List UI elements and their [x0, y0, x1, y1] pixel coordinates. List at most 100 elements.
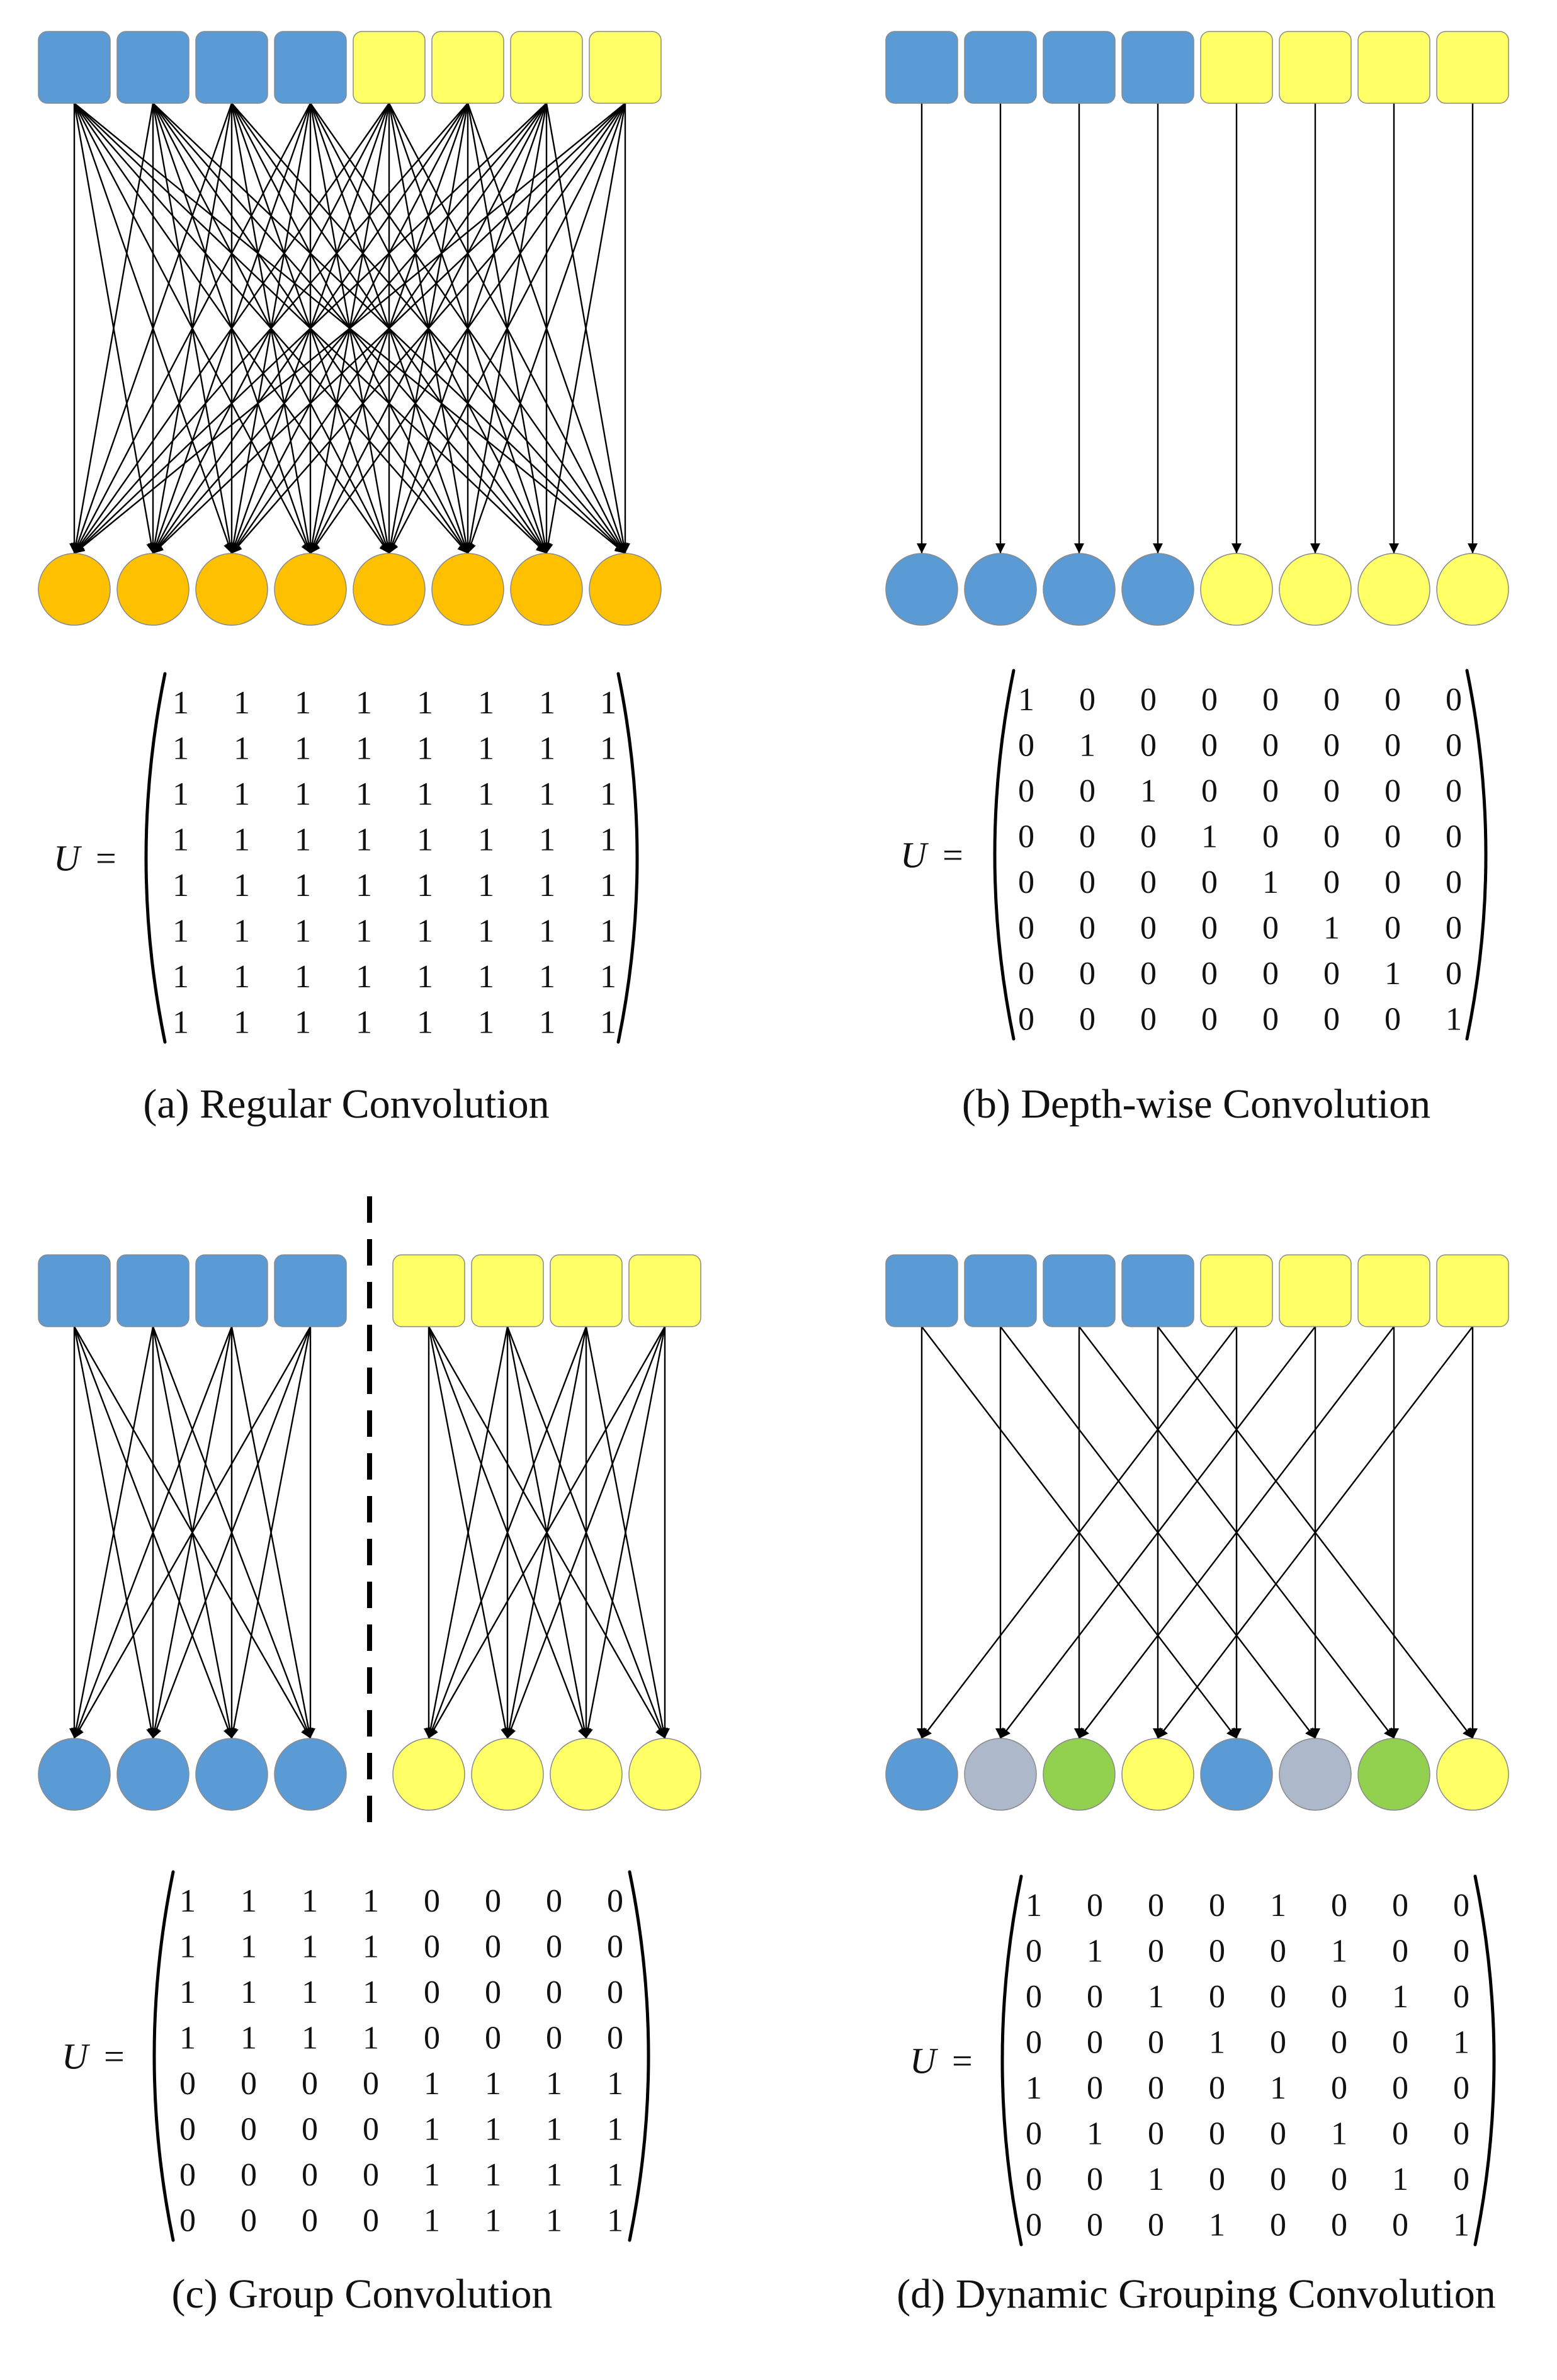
matrix-cell-r7-c5: 0 [1262, 956, 1279, 992]
input-nodes-d [885, 1254, 1509, 1327]
matrix-left-paren [1000, 1874, 1023, 2247]
edges-b [917, 103, 1478, 553]
matrix-cell-r7-c6: 1 [478, 959, 494, 995]
matrix-cell-r3-c1: 0 [1026, 1979, 1042, 2015]
caption-depthwise-convolution: (b) Depth-wise Convolution [962, 1081, 1430, 1127]
matrix-cell-r8-c1: 0 [1018, 1002, 1034, 1038]
matrix-cell-r1-c8: 0 [607, 1883, 623, 1919]
matrix-cell-r2-c3: 0 [1148, 1934, 1164, 1969]
output-channel-7 [1357, 1738, 1430, 1811]
matrix-cell-r6-c3: 1 [295, 914, 311, 949]
input-channel-7 [550, 1254, 623, 1327]
output-channel-5 [1200, 553, 1273, 626]
matrix-right-paren [616, 672, 639, 1044]
matrix-cell-r1-c1: 1 [1018, 682, 1034, 718]
matrix-cell-r6-c3: 0 [1140, 910, 1157, 946]
edge-in1-out8 [74, 103, 626, 554]
matrix-cell-r1-c4: 0 [1209, 1888, 1225, 1924]
matrix-cell-r1-c4: 1 [363, 1883, 379, 1919]
output-channel-8 [628, 1738, 701, 1811]
matrix-cell-r7-c8: 0 [1453, 2162, 1469, 2197]
matrix-cell-r1-c2: 0 [1087, 1888, 1103, 1924]
matrix-cell-r7-c5: 0 [1270, 2162, 1286, 2197]
edge-in7-out8 [545, 103, 629, 554]
matrix-right-paren [1465, 669, 1488, 1041]
output-channel-7 [1357, 553, 1430, 626]
matrix-cell-r6-c6: 1 [1331, 2116, 1347, 2152]
matrix-cell-r2-c4: 1 [363, 1929, 379, 1965]
matrix-cell-r4-c2: 1 [234, 822, 250, 858]
matrix-cell-r5-c8: 1 [607, 2066, 623, 2102]
matrix-cell-r2-c2: 1 [234, 731, 250, 767]
matrix-cell-r8-c2: 0 [1079, 1002, 1096, 1038]
input-channel-6 [471, 1254, 544, 1327]
matrix-label: U [62, 2036, 91, 2077]
output-channel-3 [1043, 553, 1116, 626]
input-channel-1 [885, 1254, 958, 1327]
matrix-cell-r7-c7: 1 [546, 2157, 562, 2193]
matrix-cell-r3-c7: 0 [1384, 773, 1401, 809]
edges-d [917, 1326, 1478, 1739]
matrix-cell-r6-c4: 0 [1209, 2116, 1225, 2152]
matrix-cell-r8-c6: 1 [478, 1005, 494, 1041]
matrix-cell-r8-c8: 1 [607, 2203, 623, 2239]
matrix-cell-r8-c3: 0 [1140, 1002, 1157, 1038]
input-channel-8 [589, 31, 662, 104]
input-channel-4 [1121, 31, 1194, 104]
matrix-cell-r3-c2: 1 [241, 1975, 257, 2010]
input-channel-2 [116, 1254, 190, 1327]
edge-in1-out7 [74, 103, 547, 554]
matrix-cell-r8-c4: 1 [1209, 2207, 1225, 2243]
matrix-cell-r4-c8: 0 [1446, 819, 1462, 855]
output-channel-5 [353, 553, 426, 626]
matrix-cell-r3-c1: 1 [173, 776, 189, 812]
matrix-equals: = [943, 835, 963, 876]
matrix-cell-r6-c7: 0 [1384, 910, 1401, 946]
input-channel-4 [274, 1254, 347, 1327]
matrix-cell-r2-c1: 0 [1026, 1934, 1042, 1969]
matrix-cell-r4-c6: 0 [1323, 819, 1340, 855]
matrix-left-paren [993, 669, 1016, 1041]
matrix-cell-r5-c6: 1 [478, 868, 494, 904]
matrix-cell-r6-c2: 0 [1079, 910, 1096, 946]
matrix-cell-r1-c5: 0 [1262, 682, 1279, 718]
input-channel-6 [1279, 31, 1352, 104]
matrix-cell-r3-c7: 1 [539, 776, 555, 812]
matrix-cell-r6-c5: 1 [424, 2112, 440, 2148]
matrix-cell-r8-c4: 0 [363, 2203, 379, 2239]
matrix-cell-r3-c2: 1 [234, 776, 250, 812]
matrix-cell-r3-c6: 0 [485, 1975, 501, 2010]
matrix-cell-r7-c3: 1 [295, 959, 311, 995]
matrix-cell-r7-c5: 1 [417, 959, 433, 995]
caption-group-convolution: (c) Group Convolution [172, 2271, 553, 2317]
matrix-cell-r4-c7: 0 [546, 2020, 562, 2056]
input-channel-7 [1357, 31, 1430, 104]
matrix-cell-r4-c6: 0 [1331, 2025, 1347, 2061]
matrix-cell-r4-c1: 0 [1018, 819, 1034, 855]
matrix-cell-r8-c8: 1 [1446, 1002, 1462, 1038]
matrix-cell-r5-c4: 0 [1201, 864, 1218, 900]
matrix-cell-r7-c8: 1 [600, 959, 616, 995]
input-channel-3 [1043, 1254, 1116, 1327]
matrix-cell-r8-c5: 1 [417, 1005, 433, 1041]
matrix-cell-r4-c3: 0 [1140, 819, 1157, 855]
input-channel-8 [1436, 31, 1509, 104]
matrix-cell-r4-c5: 0 [1262, 819, 1279, 855]
output-channel-3 [195, 1738, 268, 1811]
matrix-cell-r5-c7: 0 [1384, 864, 1401, 900]
matrix-cell-r2-c5: 0 [1262, 728, 1279, 764]
input-channel-2 [964, 31, 1037, 104]
matrix-cell-r3-c4: 1 [363, 1975, 379, 2010]
edge-in2-out8 [152, 103, 626, 554]
output-channel-3 [195, 553, 268, 626]
matrix-cell-r4-c1: 1 [173, 822, 189, 858]
matrix-cell-r7-c7: 1 [1392, 2162, 1408, 2197]
matrix-cell-r5-c1: 0 [179, 2066, 196, 2102]
matrix-cell-r7-c2: 0 [241, 2157, 257, 2193]
output-nodes-d [885, 1738, 1509, 1811]
matrix-cell-r7-c7: 1 [1384, 956, 1401, 992]
output-channel-2 [116, 553, 190, 626]
matrix-cell-r6-c3: 0 [1148, 2116, 1164, 2152]
